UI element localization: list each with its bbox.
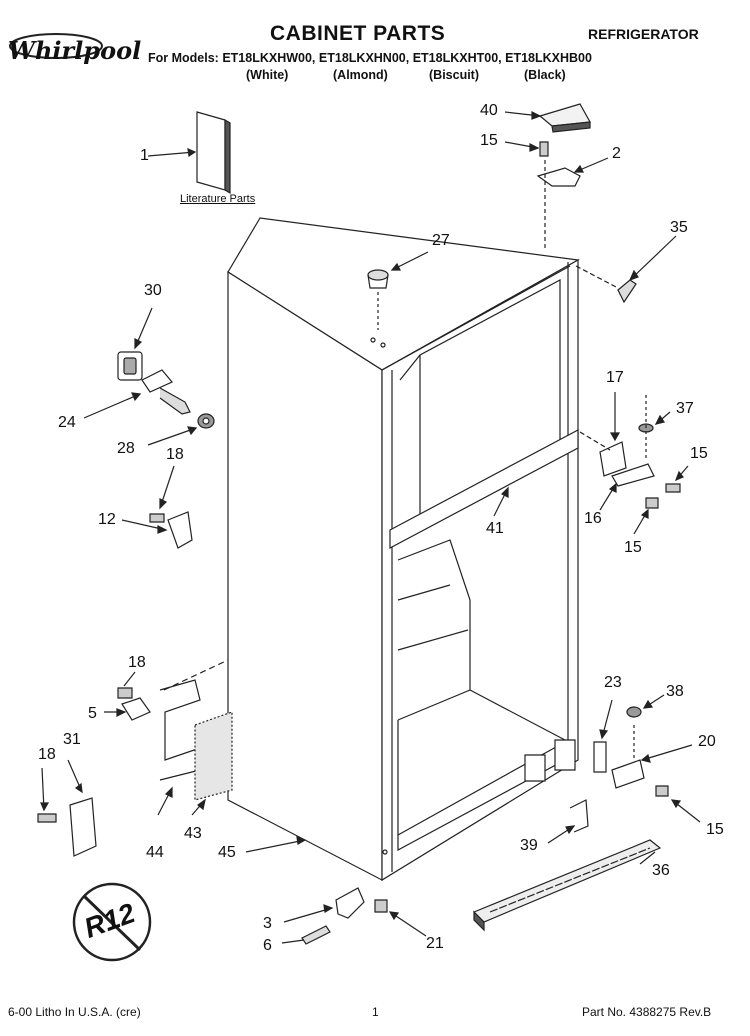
callout-36: 36 xyxy=(652,862,670,879)
model-number: ET18LKXHW00, xyxy=(222,51,316,65)
no-r12-badge-icon xyxy=(74,884,150,960)
callout-6: 6 xyxy=(263,937,272,954)
callout-24: 24 xyxy=(58,414,76,431)
callout-30: 30 xyxy=(144,282,162,299)
callout-40: 40 xyxy=(480,102,498,119)
page-title: CABINET PARTS xyxy=(270,22,446,45)
brand-name: Whirlpool xyxy=(8,36,142,65)
center-hinge-assembly-icon xyxy=(580,392,688,534)
grille-clip-icon xyxy=(548,800,588,843)
plug-button-icon xyxy=(368,252,428,330)
hinge-pin-icon xyxy=(576,236,676,302)
callout-2: 2 xyxy=(612,145,621,162)
arrowhead-icon xyxy=(502,488,508,497)
bumper-assembly-icon xyxy=(84,308,214,445)
callout-43: 43 xyxy=(184,825,202,842)
callout-23: 23 xyxy=(604,674,622,691)
bottom-hinge-assembly-icon xyxy=(594,695,700,822)
callout-37: 37 xyxy=(676,400,694,417)
footer-page-number: 1 xyxy=(372,1005,379,1019)
lower-left-hardware-icon xyxy=(104,660,232,815)
callout-20: 20 xyxy=(698,733,716,750)
appliance-type: REFRIGERATOR xyxy=(588,26,699,42)
toe-grille-cover-icon xyxy=(38,760,96,856)
callout-45: 45 xyxy=(218,844,236,861)
model-color: (Black) xyxy=(524,68,566,82)
footer-litho: 6-00 Litho In U.S.A. (cre) xyxy=(8,1005,141,1019)
cabinet-body-icon xyxy=(228,218,578,880)
callout-15: 15 xyxy=(624,539,642,556)
callout-17: 17 xyxy=(606,369,624,386)
model-number: ET18LKXHB00 xyxy=(505,51,592,65)
callout-18: 18 xyxy=(38,746,56,763)
callout-44: 44 xyxy=(146,844,164,861)
callout-15: 15 xyxy=(480,132,498,149)
callout-16: 16 xyxy=(584,510,602,527)
literature-booklet-icon xyxy=(148,112,230,193)
model-number: ET18LKXHN00, xyxy=(318,51,410,65)
callout-15: 15 xyxy=(690,445,708,462)
toe-grille-icon xyxy=(474,840,660,930)
callout-18: 18 xyxy=(166,446,184,463)
callout-12: 12 xyxy=(98,511,116,528)
brand-logo: Whirlpool xyxy=(8,36,141,65)
leveling-hardware-icon xyxy=(282,888,426,944)
models-line: For Models: ET18LKXHW00, ET18LKXHN00, ET… xyxy=(148,51,592,65)
callout-21: 21 xyxy=(426,935,444,952)
callout-1: 1 xyxy=(140,147,149,164)
callout-31: 31 xyxy=(63,731,81,748)
callout-35: 35 xyxy=(670,219,688,236)
strike-bracket-icon xyxy=(122,466,192,548)
callout-38: 38 xyxy=(666,683,684,700)
callout-41: 41 xyxy=(486,520,504,537)
callout-27: 27 xyxy=(432,232,450,249)
model-color: (White) xyxy=(246,68,289,82)
top-hinge-assembly-icon xyxy=(505,104,608,248)
footer-part-number: Part No. 4388275 Rev.B xyxy=(582,1005,712,1019)
callout-39: 39 xyxy=(520,837,538,854)
model-number: ET18LKXHT00, xyxy=(412,51,502,65)
callout-15: 15 xyxy=(706,821,724,838)
literature-parts-label: Literature Parts xyxy=(180,193,256,205)
callout-5: 5 xyxy=(88,705,97,722)
logo-swoosh-icon xyxy=(8,30,158,70)
models-prefix: For Models: xyxy=(148,51,219,65)
callout-18: 18 xyxy=(128,654,146,671)
callout-3: 3 xyxy=(263,915,272,932)
model-color: (Almond) xyxy=(333,68,388,82)
callout-28: 28 xyxy=(117,440,135,457)
model-color: (Biscuit) xyxy=(429,68,479,82)
